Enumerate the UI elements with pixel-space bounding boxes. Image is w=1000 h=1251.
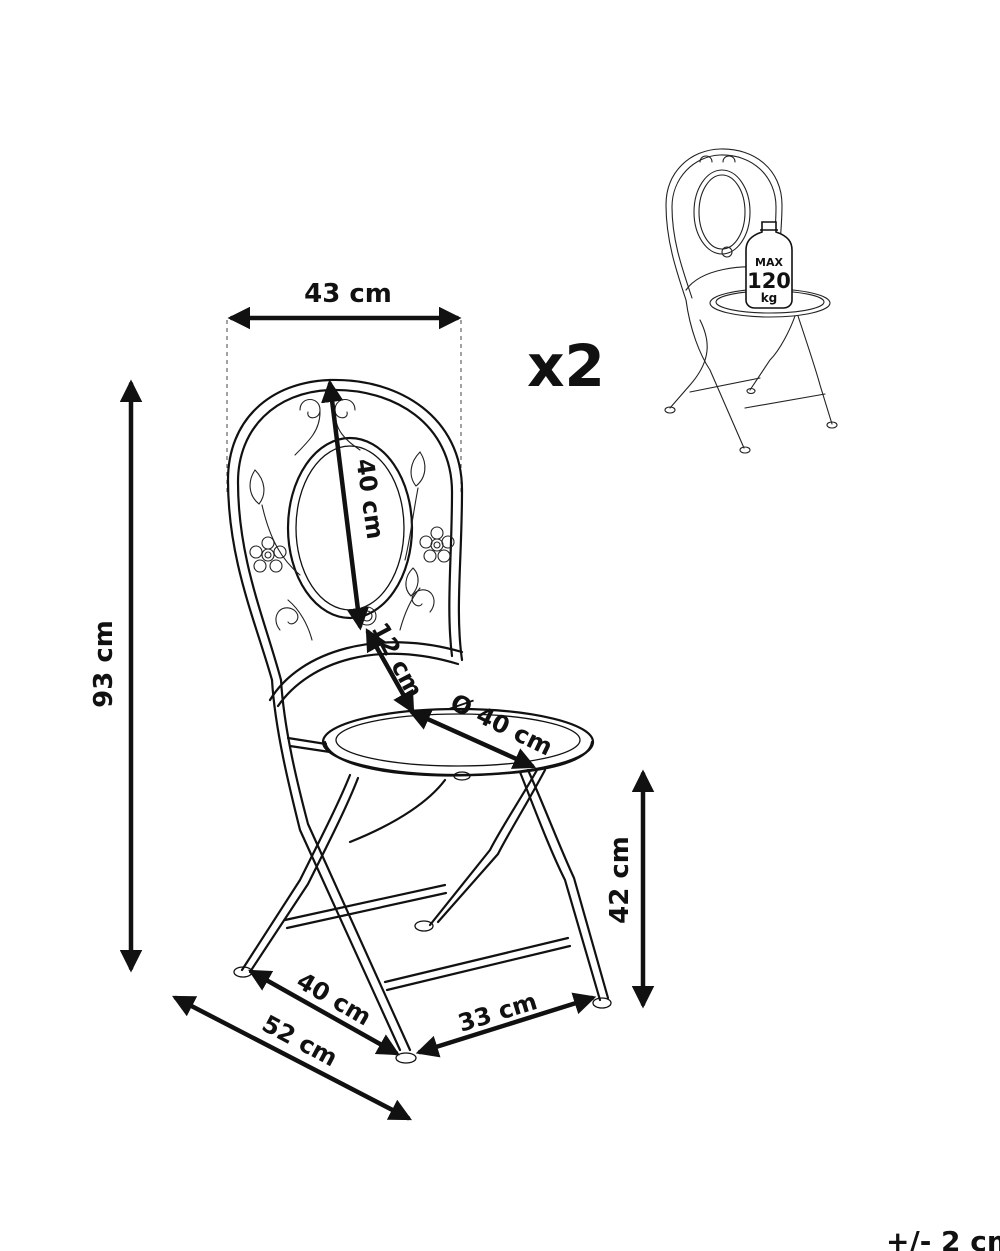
backrest-height-label: 40 cm (350, 457, 389, 541)
quantity-label: x2 (527, 332, 605, 400)
max-load-label: MAX (755, 256, 783, 269)
backrest-gap-label: 12 cm (366, 618, 429, 703)
left-flower-ornament (249, 536, 287, 573)
max-load-value: 120 (747, 269, 791, 293)
right-flower-ornament (419, 526, 455, 563)
seat-height-label: 42 cm (605, 836, 635, 924)
dimension-arrows (119, 306, 655, 1121)
total-height-label: 93 cm (89, 620, 119, 708)
tolerance-note: +/- 2 cm (886, 1225, 1000, 1251)
max-load-unit: kg (761, 291, 778, 305)
leg-span-label: 33 cm (455, 987, 541, 1037)
width-top-label: 43 cm (304, 279, 392, 309)
max-load-weight-icon: MAX 120 kg (745, 221, 793, 309)
